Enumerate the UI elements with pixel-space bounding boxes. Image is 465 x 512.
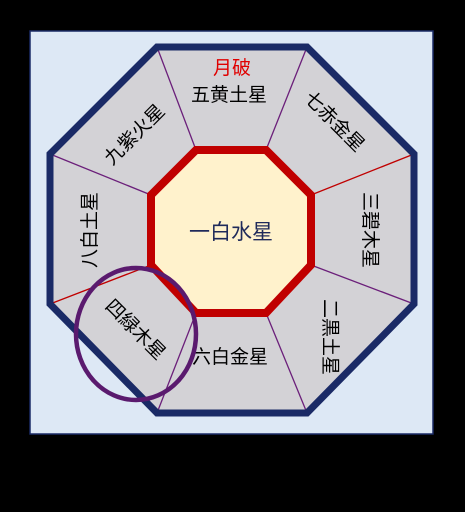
sector-label-bottom: 六白金星	[192, 346, 268, 368]
divider-line	[310, 264, 415, 305]
divider-line	[156, 312, 197, 414]
divider-line	[265, 312, 308, 414]
highlight-circle	[73, 265, 199, 403]
center-octagon	[147, 146, 315, 317]
center-label: 一白水星	[189, 220, 273, 244]
divider-line	[310, 153, 415, 196]
divider-line	[49, 264, 152, 305]
divider-line	[156, 46, 197, 151]
annotation-label: 月破	[213, 57, 251, 79]
sector-label-bottom-right: 二黒土星	[319, 299, 341, 375]
sector-label-top: 五黄土星	[191, 84, 267, 106]
divider-line	[265, 46, 308, 151]
outer-octagon-border	[46, 43, 418, 417]
divider-line	[49, 153, 152, 196]
sector-label-right: 三碧木星	[359, 192, 381, 268]
sector-label-left: 八白土星	[79, 192, 101, 268]
